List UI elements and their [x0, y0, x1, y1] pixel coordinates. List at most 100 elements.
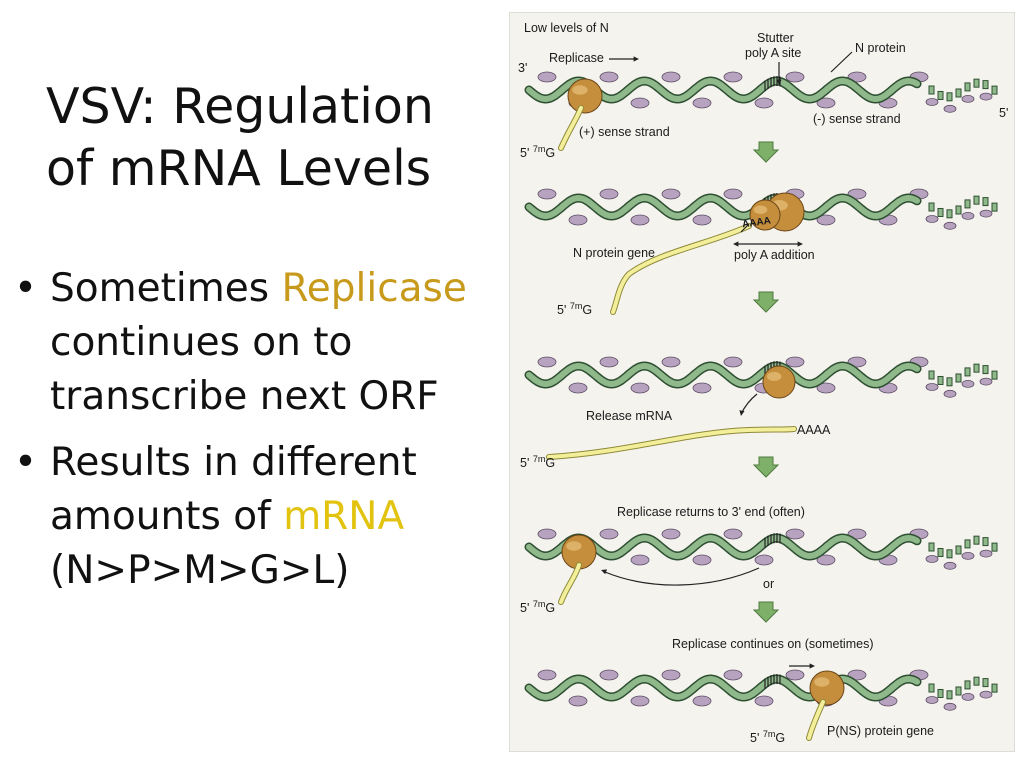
- n-protein-bead: [754, 97, 774, 109]
- label-minus-sense-strand: (-) sense strand: [813, 112, 901, 126]
- n-protein-bead: [754, 554, 774, 566]
- cap-superscript: 7m: [533, 599, 546, 609]
- n-protein-bead: [692, 695, 712, 707]
- n-protein-bead: [925, 383, 939, 391]
- strand-continuation-dash: [991, 370, 998, 380]
- strand-continuation-dash: [937, 688, 944, 698]
- strand-continuation-dash: [973, 535, 980, 545]
- strand-continuation-dash: [928, 85, 935, 95]
- flow-down-arrow: [752, 456, 780, 478]
- bullet-text: Results in different amounts of: [50, 440, 417, 539]
- cap-prefix: 5': [750, 731, 759, 745]
- n-protein-bead: [537, 188, 557, 200]
- n-protein-bead: [537, 528, 557, 540]
- strand-continuation-dash: [973, 195, 980, 205]
- label-3-prime: 3': [518, 61, 527, 75]
- label-cap: 5' 7mG: [520, 144, 555, 160]
- n-protein-bead: [943, 561, 957, 570]
- cap-superscript: 7m: [763, 729, 776, 739]
- arrow-head: [776, 79, 782, 85]
- n-protein-bead: [630, 97, 650, 109]
- replicase-enzyme: [809, 670, 845, 706]
- n-protein-bead: [754, 695, 774, 707]
- n-protein-bead: [599, 356, 619, 368]
- n-protein-bead: [568, 214, 588, 226]
- n-protein-bead: [599, 71, 619, 83]
- label-aaaa-nascent: AAAA: [741, 215, 771, 230]
- n-protein-bead: [943, 389, 957, 398]
- label-poly-a-site: poly A site: [745, 46, 801, 60]
- n-protein-bead: [961, 552, 975, 560]
- n-protein-bead: [599, 188, 619, 200]
- n-protein-bead: [961, 693, 975, 701]
- arrow-head: [633, 56, 639, 62]
- bullet-list: • Sometimes Replicase continues on to tr…: [14, 262, 494, 610]
- strand-continuation-dash: [946, 377, 953, 387]
- n-protein-bead: [961, 380, 975, 388]
- label-replicase: Replicase: [549, 51, 604, 65]
- bullet-text-rest: continues on to transcribe next ORF: [50, 320, 439, 419]
- strand-continuation-dash: [973, 363, 980, 373]
- flow-down-arrow: [752, 291, 780, 313]
- n-protein-bead: [723, 528, 743, 540]
- n-protein-bead: [692, 382, 712, 394]
- label-n-protein-gene: N protein gene: [573, 246, 655, 260]
- strand-continuation-dash: [982, 197, 989, 207]
- mrna-strand: [559, 106, 583, 150]
- strand-continuation-dash: [991, 202, 998, 212]
- strand-continuation-dash: [937, 90, 944, 100]
- cap-superscript: 7m: [570, 301, 583, 311]
- n-protein-bead: [599, 669, 619, 681]
- strand-continuation-dash: [964, 199, 971, 209]
- arrow-head: [601, 569, 607, 575]
- label-low-levels-n: Low levels of N: [524, 21, 609, 35]
- n-protein-bead: [925, 555, 939, 563]
- label-release-mrna: Release mRNA: [586, 409, 673, 423]
- label-plus-sense-strand: (+) sense strand: [579, 125, 670, 139]
- mrna-strand: [807, 700, 825, 740]
- strand-continuation-dash: [928, 370, 935, 380]
- cap-g: G: [582, 303, 592, 317]
- rna-strand: [526, 194, 920, 220]
- mrna-strand: [559, 563, 581, 604]
- n-protein-bead: [925, 98, 939, 106]
- slide-title: VSV: Regulation of mRNA Levels: [46, 78, 434, 197]
- n-protein-bead: [785, 71, 805, 83]
- arrow-head: [809, 663, 815, 669]
- n-protein-bead: [568, 695, 588, 707]
- n-protein-bead: [692, 554, 712, 566]
- strand-continuation-dash: [964, 539, 971, 549]
- cap-superscript: 7m: [533, 144, 546, 154]
- n-protein-bead: [599, 528, 619, 540]
- n-protein-bead: [661, 188, 681, 200]
- strand-continuation-dash: [946, 549, 953, 559]
- n-protein-bead: [925, 696, 939, 704]
- n-protein-bead: [692, 97, 712, 109]
- label-n-protein: N protein: [855, 41, 906, 55]
- cap-superscript: 7m: [533, 454, 546, 464]
- n-protein-bead: [816, 97, 836, 109]
- replicase-enzyme: [567, 78, 603, 114]
- label-cap: 5' 7mG: [750, 729, 785, 745]
- n-protein-bead: [785, 356, 805, 368]
- flow-down-arrow: [752, 141, 780, 163]
- cap-prefix: 5': [520, 601, 529, 615]
- strand-continuation-dash: [982, 678, 989, 688]
- label-replicase-continues: Replicase continues on (sometimes): [672, 637, 873, 651]
- n-protein-bead: [723, 71, 743, 83]
- bullet-highlight-replicase: Replicase: [281, 266, 467, 311]
- n-protein-bead: [943, 104, 957, 113]
- vsv-transcription-figure: Low levels of N Replicase Stutter poly A…: [509, 12, 1015, 752]
- label-aaaa: AAAA: [797, 423, 831, 437]
- bullet-item: • Sometimes Replicase continues on to tr…: [14, 262, 494, 424]
- figure-background: [509, 12, 1015, 752]
- arrow-head: [797, 241, 803, 247]
- n-protein-bead: [723, 669, 743, 681]
- flow-down-arrow: [752, 601, 780, 623]
- n-protein-bead: [979, 690, 993, 699]
- strand-continuation-dash: [964, 680, 971, 690]
- n-protein-bead: [979, 377, 993, 386]
- n-protein-bead: [692, 214, 712, 226]
- n-protein-bead: [723, 356, 743, 368]
